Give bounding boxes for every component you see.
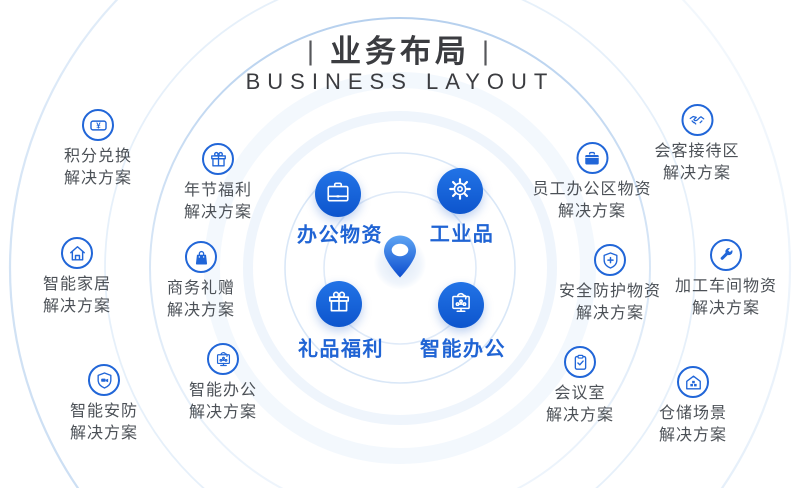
- solution-label: 加工车间物资解决方案: [674, 278, 778, 317]
- category-node-gift-welfare: [316, 281, 362, 327]
- solution-label: 商务礼赠解决方案: [166, 280, 236, 319]
- solution-label: 会议室解决方案: [545, 385, 615, 424]
- briefcase-icon: [575, 142, 608, 174]
- solution-item-employee-office-supplies: 员工办公区物资解决方案: [532, 142, 651, 223]
- solution-item-points-redemption: ¥ 积分兑换解决方案: [64, 109, 132, 190]
- title-text: 业务布局: [330, 34, 470, 69]
- solution-item-warehousing: 仓储场景解决方案: [659, 366, 727, 447]
- title-bar-right: |: [482, 36, 494, 66]
- page-subtitle: BUSINESS LAYOUT: [245, 69, 555, 94]
- wrench-icon: [709, 239, 742, 271]
- clipboard-check-icon: [563, 346, 596, 378]
- category-node-industrial: [437, 168, 483, 214]
- category-label: 智能办公: [420, 338, 506, 361]
- svg-text:¥: ¥: [96, 121, 101, 130]
- category-node-smart-office: [438, 282, 484, 328]
- smart-office-icon: [448, 290, 474, 321]
- category-node-office-supplies: [315, 171, 361, 217]
- smart-office-icon: [206, 343, 239, 375]
- solution-label: 年节福利解决方案: [183, 182, 253, 221]
- solution-item-smart-office: 智能办公解决方案: [189, 343, 257, 424]
- solution-label: 安全防护物资解决方案: [558, 283, 662, 322]
- security-shield-icon: [87, 364, 120, 396]
- solution-item-holiday-welfare: 年节福利解决方案: [184, 143, 252, 224]
- location-pin-icon: [374, 234, 426, 291]
- solution-item-safety-protection: 安全防护物资解决方案: [559, 244, 661, 325]
- category-label: 礼品福利: [298, 338, 384, 361]
- gift-icon: [326, 289, 352, 320]
- shield-plus-icon: [593, 244, 626, 276]
- briefcase-icon: [325, 179, 351, 210]
- solution-label: 会客接待区解决方案: [654, 143, 740, 182]
- solution-item-smart-security: 智能安防解决方案: [70, 364, 138, 445]
- category-label: 办公物资: [297, 224, 383, 247]
- solution-item-business-gifting: 商务礼赠解决方案: [167, 241, 235, 322]
- solution-label: 智能安防解决方案: [69, 403, 139, 442]
- coupon-yen-icon: ¥: [81, 109, 114, 141]
- handshake-icon: [680, 104, 713, 136]
- title-bar-left: |: [306, 36, 318, 66]
- solution-item-smart-home: 智能家居解决方案: [43, 237, 111, 318]
- solution-label: 员工办公区物资解决方案: [532, 181, 652, 220]
- smart-home-icon: [60, 237, 93, 269]
- solution-item-meeting-room: 会议室解决方案: [546, 346, 614, 427]
- solution-label: 积分兑换解决方案: [63, 148, 133, 187]
- page-title: | 业务布局 |: [0, 26, 800, 71]
- solution-item-reception-area: 会客接待区解决方案: [654, 104, 739, 185]
- solution-label: 智能家居解决方案: [42, 276, 112, 315]
- solution-label: 智能办公解决方案: [188, 382, 258, 421]
- solution-item-workshop-supplies: 加工车间物资解决方案: [675, 239, 777, 320]
- solution-label: 仓储场景解决方案: [658, 405, 728, 444]
- warehouse-icon: [676, 366, 709, 398]
- gift-icon: [201, 143, 234, 175]
- gear-icon: [447, 176, 473, 207]
- category-label: 工业品: [429, 223, 495, 246]
- shopping-bag-icon: [184, 241, 217, 273]
